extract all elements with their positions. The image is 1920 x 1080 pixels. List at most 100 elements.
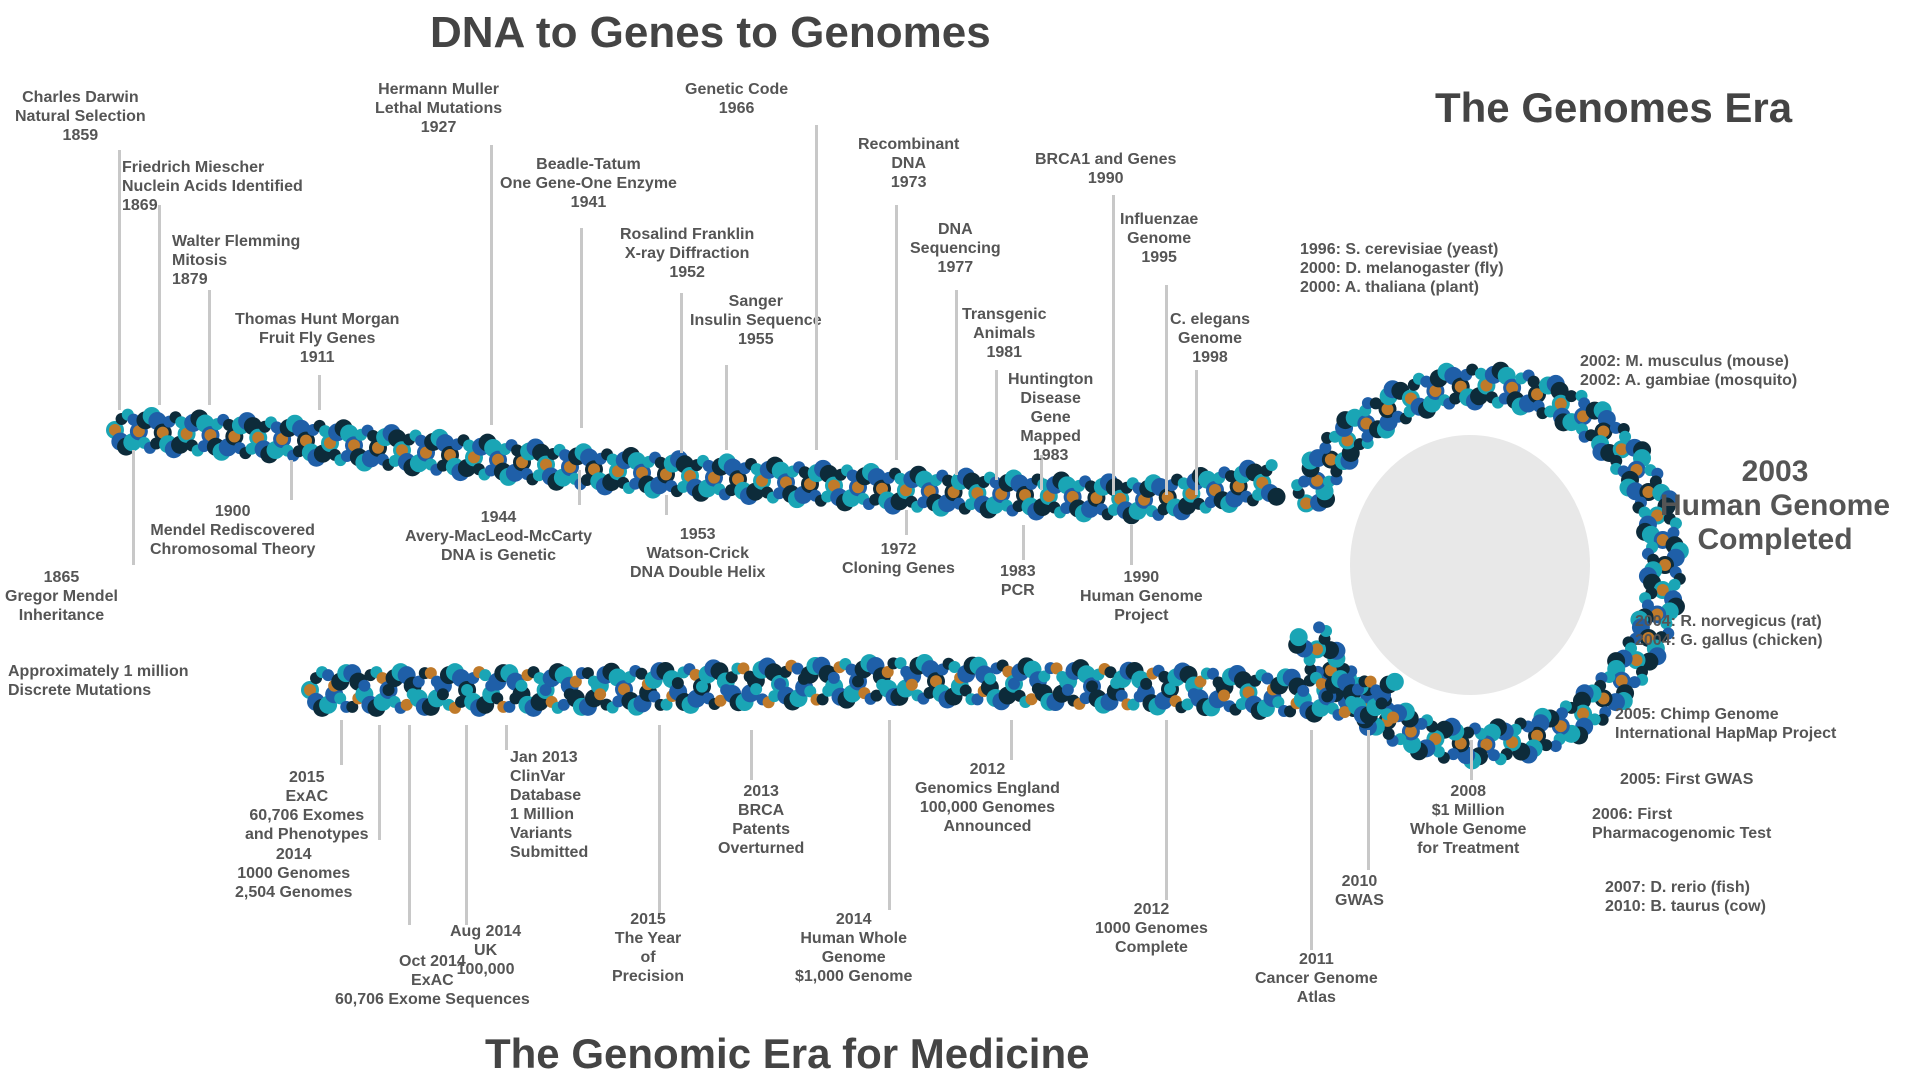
helix-segment [1086, 680, 1098, 693]
helix-segment [1369, 397, 1382, 410]
timeline-label: Charles Darwin Natural Selection 1859 [15, 89, 146, 144]
genome-milestone: 2005: Chimp Genome International HapMap … [1615, 706, 1837, 742]
timeline-label: 1972 Cloning Genes [842, 541, 955, 577]
helix-segment [1351, 683, 1364, 696]
helix-segment [334, 692, 347, 705]
timeline-label: 1990 Human Genome Project [1080, 569, 1203, 624]
leader-line [118, 150, 121, 410]
helix-segment [1385, 672, 1404, 691]
leader-line [665, 495, 668, 515]
helix-segment [1341, 434, 1354, 447]
timeline-label: 2011 Cancer Genome Atlas [1255, 951, 1378, 1006]
helix-segment [1324, 453, 1337, 466]
helix-segment [1572, 691, 1591, 710]
helix-segment [1235, 698, 1248, 711]
helix-segment [612, 695, 625, 708]
helix-segment [588, 463, 600, 476]
timeline-label: C. elegans Genome 1998 [1170, 311, 1251, 366]
timeline-label: Walter Flemming Mitosis 1879 [172, 233, 301, 288]
human-genome-completed-label: 2003 Human Genome Completed [1660, 455, 1891, 556]
leader-line [408, 725, 411, 925]
genome-milestone: 1996: S. cerevisiae (yeast) 2000: D. mel… [1300, 241, 1504, 296]
helix-segment [511, 444, 524, 457]
genome-milestone: 2005: First GWAS [1620, 771, 1754, 788]
helix-segment [1506, 381, 1519, 394]
helix-segment [1127, 698, 1140, 711]
helix-segment [1261, 672, 1274, 685]
helix-segment [304, 684, 316, 696]
helix-segment [1079, 692, 1092, 705]
helix-segment [463, 439, 476, 452]
helix-segment [1403, 735, 1422, 754]
helix-segment [1447, 748, 1460, 761]
helix-segment [1626, 482, 1645, 501]
helix-segment [1002, 665, 1015, 678]
leader-line [658, 725, 661, 915]
helix-segment [1660, 617, 1673, 630]
helix-segment [1360, 417, 1373, 430]
helix-segment [1615, 674, 1628, 687]
helix-segment [1480, 738, 1493, 751]
helix-segment [444, 449, 456, 461]
genome-milestone: 2006: First Pharmacogenomic Test [1592, 806, 1772, 842]
timeline-label: 2015 ExAC 60,706 Exomes and Phenotypes [245, 769, 369, 843]
helix-segment [1297, 684, 1310, 697]
leader-line [378, 725, 381, 840]
helix-segment [845, 663, 858, 676]
timeline-label: 2012 1000 Genomes Complete [1095, 901, 1208, 956]
helix-segment [358, 679, 371, 692]
chromatin-texture [1350, 435, 1590, 695]
timeline-label: 2014 Human Whole Genome $1,000 Genome [795, 911, 913, 985]
leader-line [1470, 740, 1473, 780]
timeline-label: Aug 2014 UK 100,000 [450, 923, 522, 978]
helix-segment [725, 671, 738, 684]
helix-segment [1050, 662, 1063, 675]
helix-segment [1232, 480, 1245, 493]
leader-line [1130, 525, 1133, 565]
timeline-label: Sanger Insulin Sequence 1955 [690, 293, 822, 348]
helix-segment [948, 660, 961, 673]
leader-line [815, 125, 818, 450]
timeline-label: 2008 $1 Million Whole Genome for Treatme… [1410, 783, 1527, 857]
leader-line [1165, 285, 1168, 495]
helix-segment [1531, 729, 1544, 742]
helix-segment [1313, 621, 1326, 634]
helix-segment [1630, 654, 1643, 667]
helix-segment [1454, 737, 1467, 750]
helix-segment [1025, 693, 1038, 706]
helix-segment [569, 675, 582, 688]
upper-helix-strand [106, 406, 1286, 525]
helix-segment [1104, 666, 1117, 679]
genome-milestone: 2004: R. norvegicus (rat) 2004: G. gallu… [1635, 613, 1823, 649]
leader-line [1010, 720, 1013, 760]
genome-milestone: 2007: D. rerio (fish) 2010: B. taurus (c… [1605, 879, 1766, 915]
helix-segment [1300, 497, 1313, 510]
leader-line [905, 510, 908, 535]
leader-line [1310, 730, 1313, 950]
helix-segment [737, 662, 750, 675]
genome-milestone: 2002: M. musculus (mouse) 2002: A. gambi… [1580, 353, 1798, 389]
helix-segment [1115, 689, 1128, 702]
helix-segment [503, 700, 516, 713]
leader-line [1165, 720, 1168, 900]
helix-segment [346, 700, 359, 713]
helix-segment [870, 689, 883, 702]
leader-line [1022, 525, 1025, 560]
helix-segment [1298, 475, 1311, 488]
timeline-label: Thomas Hunt Morgan Fruit Fly Genes 1911 [235, 311, 400, 366]
helix-segment [1474, 367, 1487, 380]
helix-segment [1597, 425, 1610, 438]
helix-segment [984, 672, 997, 685]
leader-line [318, 375, 321, 410]
helix-segment [396, 444, 408, 457]
helix-segment [1311, 643, 1324, 656]
leader-line [725, 365, 728, 450]
helix-segment [923, 686, 936, 699]
helix-segment [492, 453, 504, 466]
timeline-label: Genetic Code 1966 [685, 81, 789, 117]
leader-line [1195, 370, 1198, 495]
helix-segment [1038, 670, 1051, 683]
helix-segment [635, 667, 648, 680]
helix-segment [1364, 675, 1377, 688]
